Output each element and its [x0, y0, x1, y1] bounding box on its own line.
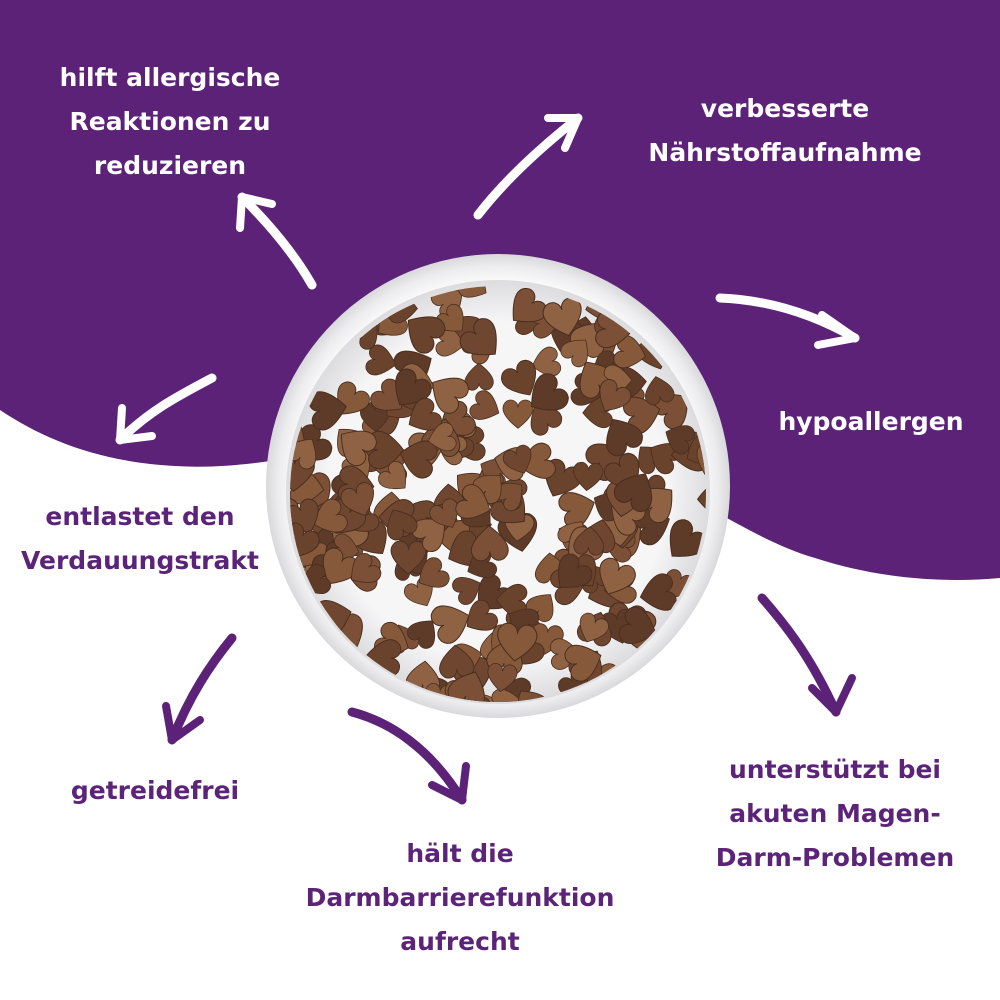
benefit-digestion: entlastet den Verdauungstrakt: [8, 495, 272, 583]
kibble-piece: [466, 599, 499, 631]
kibble-piece: [439, 644, 475, 679]
kibble-piece: [645, 376, 675, 406]
benefit-allergy: hilft allergische Reaktionen zu reduzier…: [30, 56, 310, 188]
kibble-piece: [531, 346, 562, 377]
kibble-piece: [618, 606, 657, 644]
kibble-piece: [579, 612, 609, 643]
kibble-piece: [340, 482, 375, 516]
kibble-piece: [525, 594, 554, 623]
benefit-barrier-line-2: Darmbarrierefunktion: [305, 883, 615, 912]
arrow-icon: [347, 707, 470, 805]
kibble-piece: [340, 430, 377, 467]
kibble-piece: [368, 430, 405, 470]
kibble-piece: [470, 525, 509, 562]
kibble-piece: [395, 368, 432, 406]
kibble-piece: [606, 418, 643, 457]
benefit-gastro-line-3: Darm-Problemen: [715, 843, 955, 872]
arrow-icon: [162, 633, 237, 745]
kibble-piece: [469, 390, 500, 420]
benefit-allergy-line-1: hilft allergische: [59, 63, 281, 92]
benefit-nutrient-line-1: verbesserte: [700, 94, 870, 123]
benefit-allergy-line-3: reduzieren: [93, 151, 247, 180]
kibble-piece: [599, 557, 636, 595]
kibble-piece: [432, 377, 469, 414]
food-bowl: [266, 254, 730, 718]
benefit-digestion-line-2: Verdauungstrakt: [21, 546, 259, 575]
kibble-piece: [613, 473, 653, 513]
benefit-gastro-line-2: akuten Magen-: [729, 799, 941, 828]
kibble-piece: [531, 373, 569, 411]
kibble-piece: [573, 526, 605, 556]
kibble-piece: [365, 344, 397, 376]
kibble-piece: [665, 425, 695, 455]
kibble-piece: [455, 484, 491, 519]
kibble-piece: [639, 573, 677, 611]
benefit-hypoallergenic-line-1: hypoallergen: [778, 407, 964, 436]
benefit-grainfree-line-1: getreidefrei: [70, 776, 240, 805]
kibble-piece: [430, 605, 470, 644]
arrow-icon: [115, 373, 217, 445]
kibble-piece: [387, 509, 418, 541]
kibble-piece: [530, 403, 563, 436]
arrows: [115, 113, 860, 805]
kibble-piece: [458, 286, 487, 298]
kibble-piece: [573, 461, 604, 492]
kibble-piece: [429, 498, 459, 528]
kibble-piece: [502, 399, 534, 429]
benefit-nutrient: verbesserte Nährstoffaufnahme: [630, 87, 940, 175]
kibble-piece: [418, 557, 450, 588]
kibble-piece: [487, 663, 518, 693]
arrow-icon: [757, 593, 856, 717]
kibble-piece: [452, 577, 481, 605]
arrow-icon: [473, 113, 583, 220]
benefit-hypoallergenic: hypoallergen: [762, 400, 980, 444]
kibble-piece: [407, 620, 436, 649]
benefit-gastro-line-1: unterstützt bei: [728, 755, 942, 784]
arrow-icon: [715, 293, 860, 349]
kibble-piece: [501, 359, 536, 396]
kibble-piece: [497, 622, 538, 662]
kibble-piece: [427, 422, 457, 452]
benefit-grainfree: getreidefrei: [50, 769, 260, 813]
kibble-piece: [308, 391, 347, 431]
kibble-piece: [558, 553, 593, 588]
kibble-piece: [351, 552, 382, 583]
kibble-piece: [599, 378, 632, 412]
benefit-allergy-line-2: Reaktionen zu: [69, 107, 271, 136]
kibble-piece: [560, 339, 588, 368]
benefit-digestion-line-1: entlastet den: [45, 502, 235, 531]
kibble-piece: [459, 318, 497, 356]
benefit-barrier-line-1: hält die: [406, 839, 514, 868]
kibble-piece: [378, 461, 407, 490]
kibble-piece: [472, 474, 502, 504]
benefit-barrier-line-3: aufrecht: [400, 927, 520, 956]
kibble-piece: [564, 644, 602, 682]
benefit-gastrointestinal: unterstützt bei akuten Magen- Darm-Probl…: [700, 748, 970, 880]
kibble-piece: [542, 297, 582, 337]
benefit-intestinal-barrier: hält die Darmbarrierefunktion aufrecht: [295, 832, 625, 964]
kibble-piece: [502, 444, 532, 474]
arrow-icon: [236, 192, 317, 290]
kibble-piece: [407, 316, 446, 354]
kibble-piece: [313, 498, 348, 533]
benefit-nutrient-line-2: Nährstoffaufnahme: [648, 138, 922, 167]
